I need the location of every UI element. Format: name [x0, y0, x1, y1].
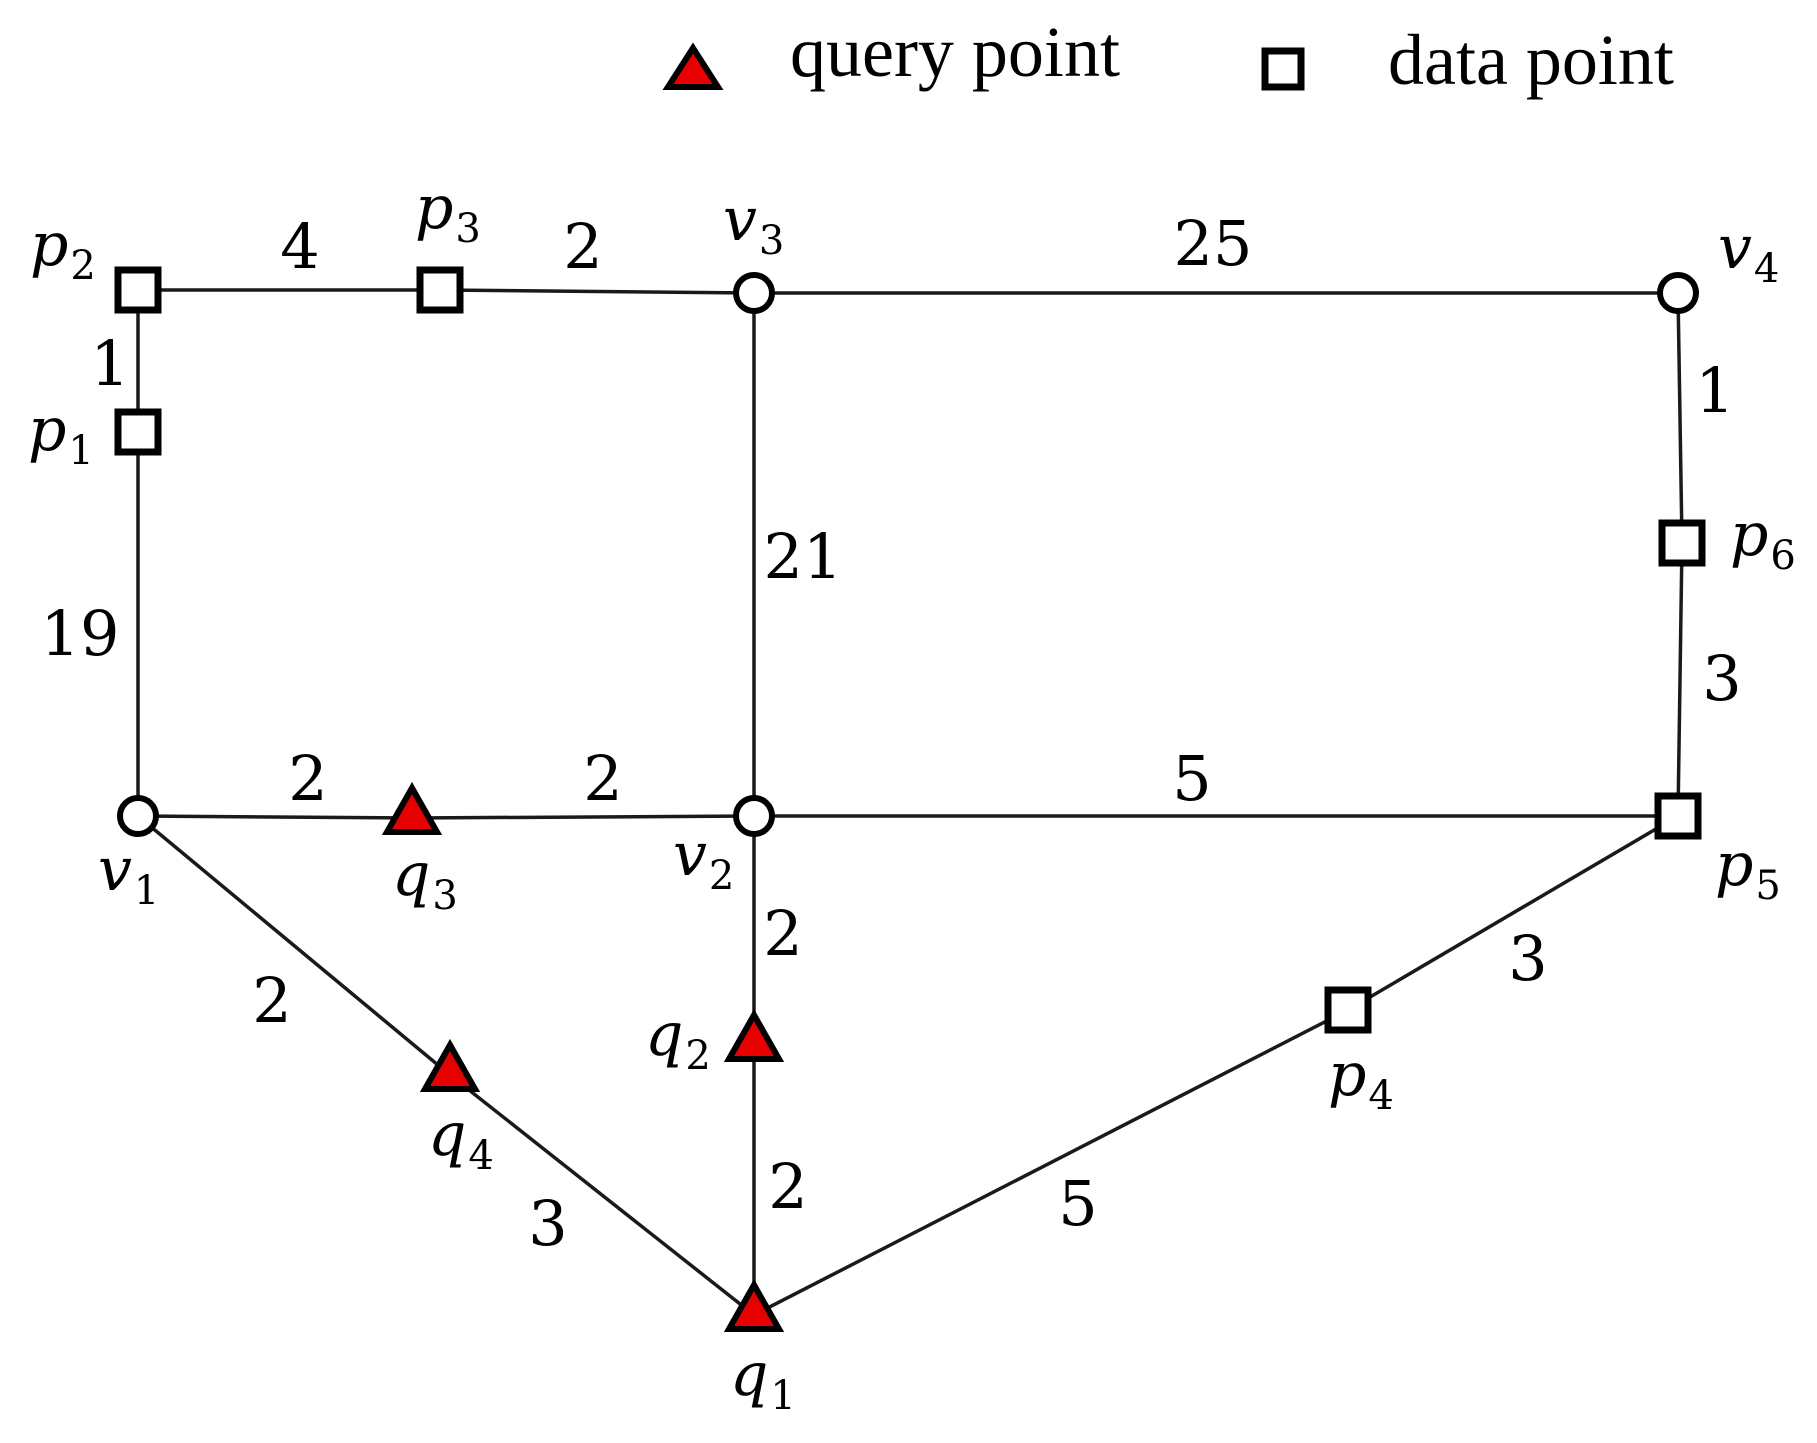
edge-q1-p4: [752, 1008, 1350, 1317]
node-label-p4: p4: [1328, 1040, 1394, 1119]
edge-weight-p2-p1: 1: [90, 327, 129, 400]
query-point-q2: [723, 1008, 785, 1062]
edge-weight-v3-v4: 25: [1174, 207, 1253, 280]
nodes: [114, 266, 1706, 1332]
legend-data-marker: [1261, 47, 1305, 91]
edge-weight-p4-p5: 3: [1508, 922, 1547, 995]
edge-weight-q1-p4: 5: [1058, 1167, 1097, 1240]
node-labels: v1 v2 v3 v4 p1 p2 p3 p4 p5 p6 q1 q2 q3 q4: [28, 173, 1796, 1419]
edge-weight-v1-q4: 2: [252, 964, 291, 1037]
edge-q4-q1: [448, 1073, 756, 1317]
node-label-p1: p1: [28, 395, 94, 474]
legend-query-marker: [662, 42, 724, 90]
vertex-v3: [733, 272, 775, 314]
data-point-p3: [416, 266, 464, 314]
edge-q3-v2: [410, 814, 756, 820]
edge-weight-q4-q1: 3: [528, 1187, 567, 1260]
edge-weight-v3-v2: 21: [764, 520, 843, 593]
edge-p4-p5: [1346, 814, 1680, 1012]
node-label-v3: v3: [723, 185, 784, 264]
data-point-p2: [114, 266, 162, 314]
edge-weight-v4-p6: 1: [1695, 354, 1734, 427]
edge-weight-q2-q1: 2: [768, 1150, 807, 1223]
edge-v1-q4: [136, 814, 452, 1077]
edge-weight-p6-p5: 3: [1702, 642, 1741, 715]
data-point-p1: [114, 408, 162, 456]
node-label-p2: p2: [30, 210, 96, 289]
node-label-v2: v2: [673, 820, 734, 899]
node-label-q4: q4: [428, 1100, 494, 1179]
node-label-p5: p5: [1715, 830, 1781, 909]
edge-v4-p6: [1676, 291, 1684, 545]
edge-weight-v2-p5: 5: [1172, 742, 1211, 815]
node-label-p6: p6: [1730, 500, 1796, 579]
data-point-p5: [1654, 792, 1702, 840]
node-label-q3: q3: [392, 840, 458, 919]
edge-weight-p2-p3: 4: [280, 210, 319, 283]
vertex-v2: [733, 795, 775, 837]
query-point-q1: [723, 1278, 785, 1332]
edge-p6-p5: [1676, 541, 1684, 818]
legend: query point data point: [662, 12, 1674, 100]
node-label-q1: q1: [730, 1340, 796, 1419]
query-point-q3: [381, 781, 443, 835]
legend-data-label: data point: [1388, 20, 1674, 100]
data-point-p6: [1658, 519, 1706, 567]
edges: [136, 288, 1684, 1317]
query-point-q4: [419, 1038, 481, 1092]
legend-query-label: query point: [790, 12, 1120, 92]
node-label-v4: v4: [1718, 213, 1779, 292]
edge-weight-q3-v2: 2: [583, 742, 622, 815]
edge-v1-q3: [136, 814, 414, 820]
edge-p3-v3: [438, 288, 756, 295]
edge-weight-v1-q3: 2: [288, 742, 327, 815]
node-label-q2: q2: [645, 1000, 711, 1079]
node-label-v1: v1: [98, 835, 159, 914]
vertex-v4: [1657, 272, 1699, 314]
edge-weight-v2-q2: 2: [763, 897, 802, 970]
vertex-v1: [117, 795, 159, 837]
edge-weight-p1-v1: 19: [41, 597, 120, 670]
node-label-p3: p3: [415, 173, 481, 252]
data-point-p4: [1324, 986, 1372, 1034]
edge-weight-p3-v3: 2: [563, 210, 602, 283]
